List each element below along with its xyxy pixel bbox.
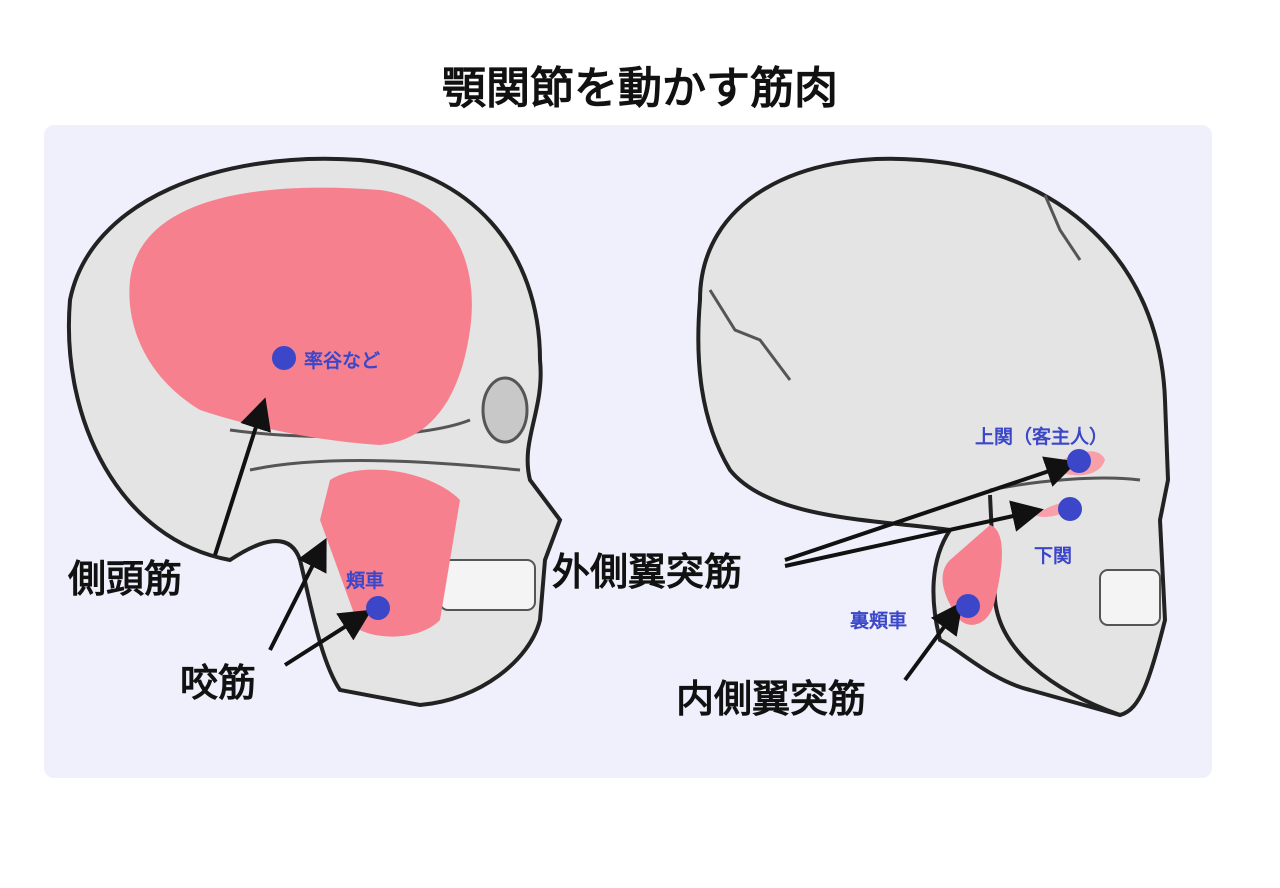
masseter-muscle [320, 469, 460, 637]
point-label: 下関 [1034, 545, 1073, 567]
right-skull [696, 156, 1171, 718]
point-ura-kyousha [956, 594, 980, 618]
muscle-label-temporalis: 側頭筋 [68, 557, 183, 601]
page-title: 顎関節を動かす筋肉 [442, 63, 838, 114]
muscle-label-lateral-pterygoid: 外側翼突筋 [552, 550, 743, 594]
acupoints [272, 346, 1091, 620]
point-label: 率谷など [304, 350, 381, 372]
left-skull [67, 156, 563, 708]
point-joukan [1067, 449, 1091, 473]
point-kyousha [366, 596, 390, 620]
point-label: 裏頬車 [850, 610, 908, 632]
point-sokkoku [272, 346, 296, 370]
point-label: 頬車 [346, 570, 385, 592]
point-label: 上関（客主人） [975, 426, 1109, 448]
point-gekan [1058, 497, 1082, 521]
temporalis-muscle [129, 187, 472, 445]
medial-pterygoid-muscle [942, 525, 1002, 625]
muscle-label-masseter: 咬筋 [180, 661, 257, 705]
leader-arrows [213, 397, 1078, 682]
muscle-label-medial-pterygoid: 内側翼突筋 [676, 677, 867, 721]
